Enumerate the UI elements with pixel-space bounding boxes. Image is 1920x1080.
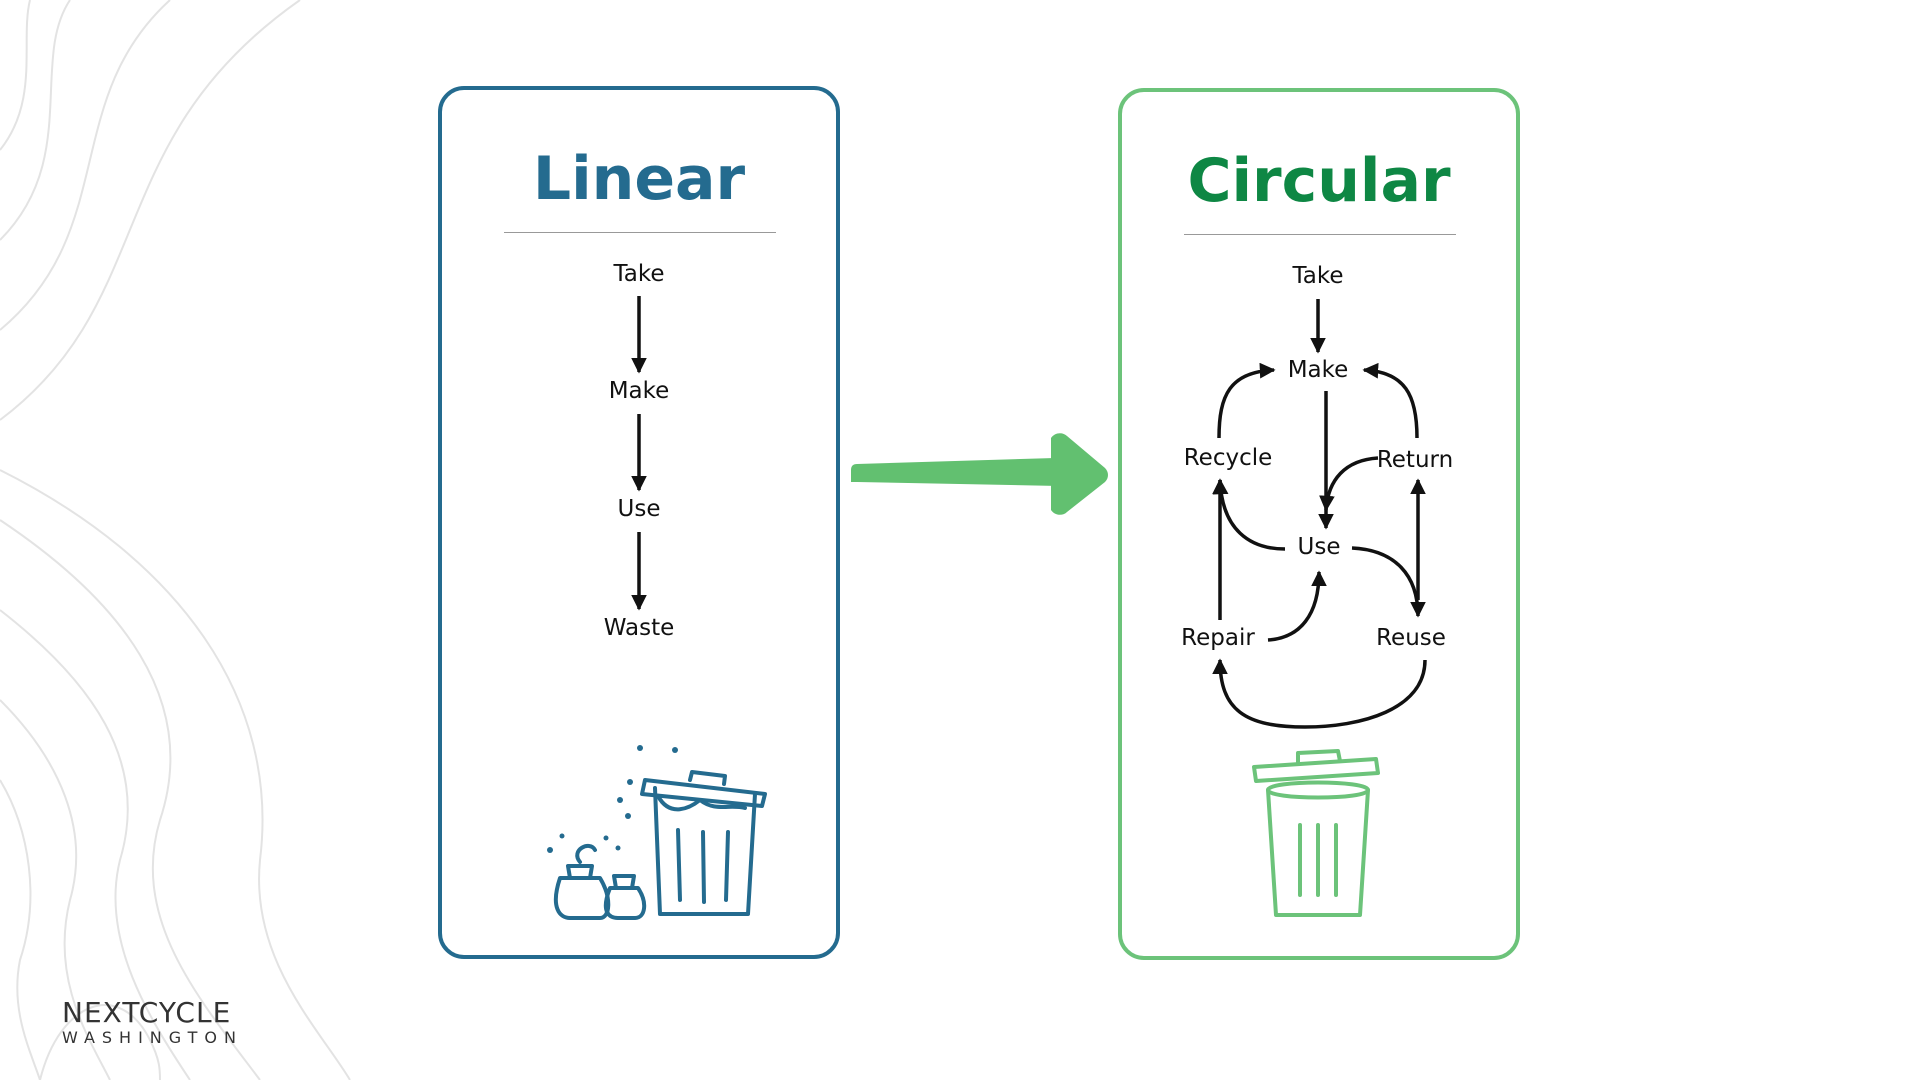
linear-step-make: Make (608, 378, 670, 404)
arrow-recycle-make (1217, 362, 1276, 439)
linear-title: Linear (532, 144, 746, 214)
circular-divider (1184, 234, 1456, 235)
arrow-use-reuse (1351, 546, 1426, 618)
circular-title: Circular (1187, 146, 1451, 216)
overflowing-trash-icon (547, 745, 767, 920)
circular-node-repair: Repair (1181, 625, 1255, 651)
circular-node-recycle: Recycle (1183, 445, 1273, 471)
arrow-return-make (1362, 362, 1419, 439)
arrow-use-recycle (1212, 478, 1286, 551)
linear-step-use: Use (617, 496, 661, 522)
circular-node-reuse: Reuse (1376, 625, 1446, 651)
transition-arrow-icon (851, 433, 1108, 515)
background-contour-lines (0, 0, 351, 1080)
logo-nextcycle: NEXTCYCLE (62, 996, 232, 1029)
circular-node-return: Return (1376, 447, 1454, 473)
linear-divider (504, 232, 776, 233)
linear-panel: Linear (438, 86, 840, 959)
arrow-return-use (1319, 456, 1379, 512)
arrow-reuse-repair (1212, 658, 1427, 729)
circular-node-use: Use (1297, 534, 1341, 560)
arrow-repair-use (1267, 570, 1327, 642)
logo-washington: WASHINGTON (62, 1028, 243, 1047)
linear-step-waste: Waste (603, 615, 675, 641)
circular-node-make: Make (1287, 357, 1349, 383)
circular-node-take: Take (1292, 263, 1344, 289)
empty-trash-icon (1252, 749, 1380, 917)
linear-step-take: Take (613, 261, 665, 287)
